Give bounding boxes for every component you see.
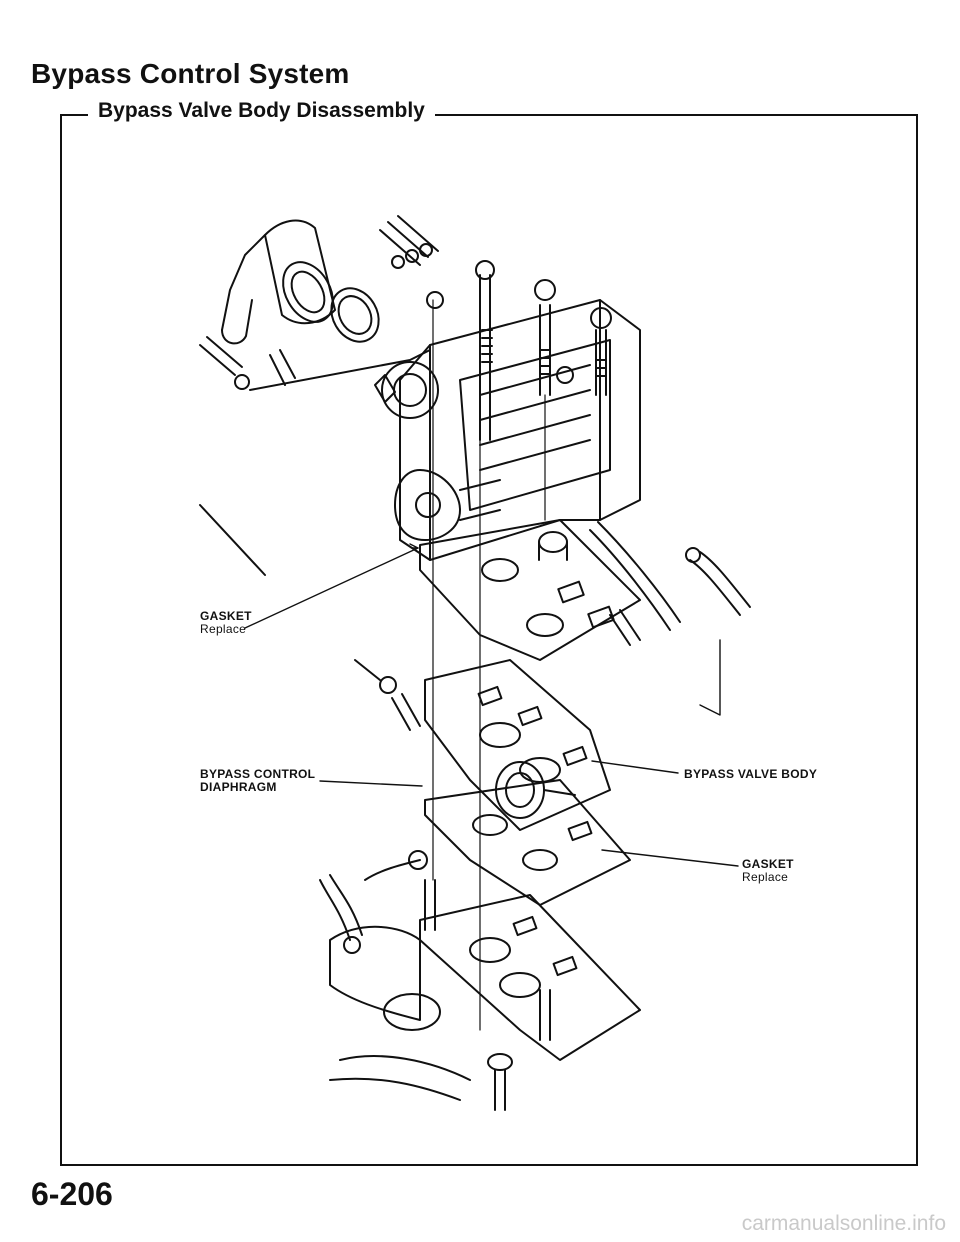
leader-lines <box>244 543 739 867</box>
label-gasket-bottom: GASKET Replace <box>742 858 794 884</box>
mounting-bolts <box>426 260 612 441</box>
page-title: Bypass Control System <box>31 58 350 89</box>
intake-chamber <box>399 299 641 561</box>
air-intake-duct <box>221 219 380 345</box>
label-bypass-control-diaphragm: BYPASS CONTROL DIAPHRAGM <box>200 768 315 794</box>
gasket-bottom-part <box>424 779 631 906</box>
gasket-top-part <box>419 519 641 661</box>
vacuum-hoses-middle <box>199 504 421 731</box>
vacuum-hose-right <box>589 521 751 646</box>
diagram-frame <box>60 114 918 1166</box>
gasket-top-name: GASKET <box>200 609 252 623</box>
bypass-diaphragm-part <box>495 761 576 819</box>
vacuum-hoses-upper <box>199 215 439 391</box>
page-number: 6-206 <box>31 1176 113 1212</box>
gasket-top-note: Replace <box>200 622 247 636</box>
diaphragm-line1: BYPASS CONTROL <box>200 767 316 781</box>
diaphragm-line2: DIAPHRAGM <box>200 780 277 794</box>
gasket-bottom-name: GASKET <box>742 857 794 871</box>
alignment-lines <box>432 299 601 1031</box>
label-gasket-top: GASKET Replace <box>200 610 252 636</box>
gasket-bottom-note: Replace <box>742 870 789 884</box>
throttle-body <box>374 361 501 541</box>
intake-manifold <box>319 850 641 1111</box>
section-subtitle: Bypass Valve Body Disassembly <box>88 99 435 123</box>
watermark: carmanualsonline.info <box>741 1212 946 1235</box>
valve-body-name: BYPASS VALVE BODY <box>684 767 818 781</box>
label-bypass-valve-body: BYPASS VALVE BODY <box>684 768 817 781</box>
